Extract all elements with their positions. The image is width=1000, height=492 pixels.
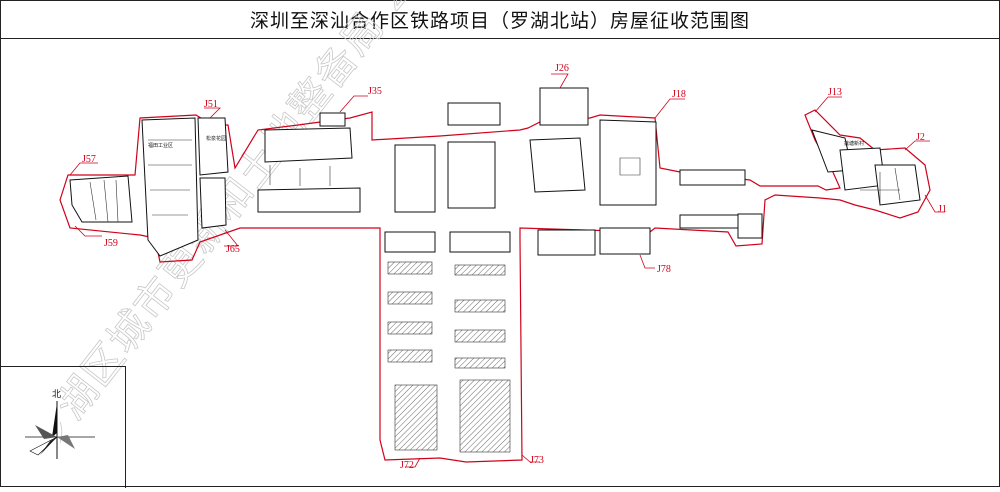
building-east-sq (737, 213, 763, 239)
parcel-code-j13: J13 (828, 87, 842, 98)
parcel-code-j72: J72 (400, 460, 414, 471)
building-j18-inner (619, 157, 641, 176)
building-south-2 (449, 231, 511, 253)
building-east-lines (860, 167, 901, 205)
title-bar: 深圳至深汕合作区铁路项目（罗湖北站）房屋征收范围图 (0, 0, 1000, 39)
building-south-big2 (459, 379, 511, 453)
building-mid-court (257, 187, 361, 213)
leader-j65 (224, 229, 239, 247)
place-label-1: 福田工业区 (148, 142, 173, 149)
place-label-2: 松泉花园 (206, 135, 226, 142)
leader-j73 (521, 454, 540, 463)
building-j18 (599, 119, 657, 206)
leader-j2 (904, 140, 930, 151)
building-east-south (679, 214, 741, 229)
building-east-long (679, 169, 746, 186)
building-j26 (539, 87, 589, 126)
building-central-1 (394, 144, 436, 213)
building-central-top (447, 102, 501, 126)
building-south-h3 (387, 291, 433, 305)
parcel-code-j59: J59 (104, 238, 118, 249)
leader-j72 (405, 457, 421, 468)
building-south-h1 (387, 261, 433, 275)
north-arrow-head (52, 403, 57, 437)
map-title: 深圳至深汕合作区铁路项目（罗湖北站）房屋征收范围图 (249, 10, 750, 32)
building-west-lines (148, 139, 192, 216)
building-mid-lines (269, 165, 331, 186)
building-j78-1 (537, 229, 596, 256)
north-arrow: 北 (25, 389, 95, 459)
parcel-code-j57: J57 (82, 154, 96, 165)
building-south-h2 (454, 264, 506, 276)
building-south-h6 (454, 329, 506, 343)
compass-box: 北 (0, 366, 126, 488)
building-south-big1 (394, 384, 438, 451)
building-south-h8 (454, 357, 506, 369)
leader-j1 (924, 194, 945, 213)
building-j26-south (529, 137, 586, 193)
leader-j26 (551, 73, 569, 89)
leader-j78 (639, 254, 655, 269)
building-j51 (197, 117, 229, 176)
building-j78-2 (599, 227, 651, 255)
building-south-h5 (387, 321, 433, 335)
building-south-1 (384, 231, 436, 253)
building-south-h4 (454, 299, 506, 313)
leader-j13 (814, 96, 842, 113)
parcel-code-j73: J73 (530, 455, 544, 466)
parcel-code-j35: J35 (368, 86, 382, 97)
acquisition-boundary (59, 109, 931, 463)
building-south-h7 (387, 349, 433, 363)
building-j35-top (319, 112, 346, 127)
parcel-code-j1: J1 (938, 204, 947, 215)
parcel-code-j65: J65 (226, 244, 240, 255)
leader-j59 (74, 225, 102, 237)
place-label-3: 莲塘新村 (844, 140, 864, 147)
parcel-code-j18: J18 (672, 89, 686, 100)
parcel-code-j78: J78 (657, 264, 671, 275)
parcel-code-j26: J26 (555, 63, 569, 74)
building-j51-south (199, 177, 227, 229)
building-j57 (69, 175, 133, 223)
leader-j35 (339, 95, 368, 113)
leader-j57 (69, 162, 98, 176)
parcel-code-j51: J51 (204, 99, 218, 110)
building-j57-lines (89, 179, 119, 223)
building-central-2 (447, 141, 496, 209)
leader-j51 (204, 107, 221, 119)
leader-j18 (654, 98, 685, 119)
building-j35-block (264, 127, 353, 163)
parcel-code-j2: J2 (916, 132, 925, 143)
north-label: 北 (52, 389, 61, 400)
building-west-block (141, 117, 199, 257)
